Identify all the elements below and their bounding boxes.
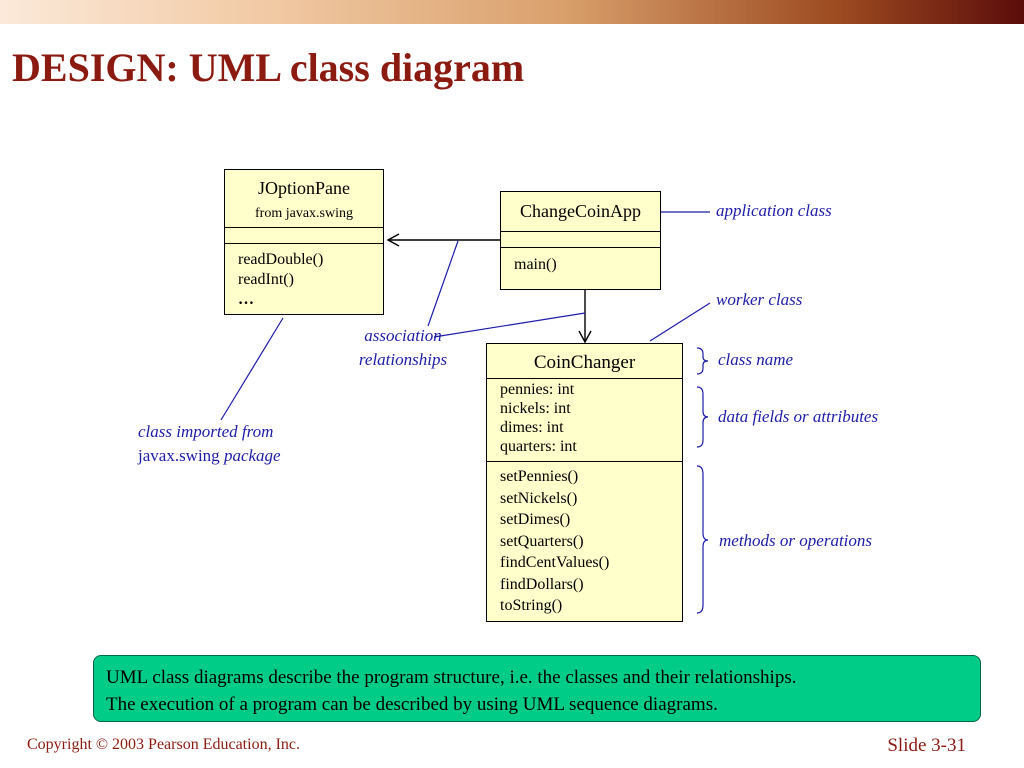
- brace-class-name: [696, 347, 709, 375]
- method-item: setNickels(): [500, 489, 578, 507]
- callout-line-imported: [220, 317, 284, 421]
- summary-box: UML class diagrams describe the program …: [93, 655, 981, 722]
- brace-data-fields: [696, 386, 709, 448]
- note-methods: methods or operations: [719, 531, 872, 550]
- note-imported-line1: class imported from: [138, 422, 274, 441]
- method-item: …: [238, 291, 254, 308]
- footer-copyright: Copyright © 2003 Pearson Education, Inc.: [27, 736, 300, 753]
- field-item: pennies: int: [500, 381, 575, 398]
- note-imported-package-name: javax.swing: [138, 446, 220, 465]
- field-item: nickels: int: [500, 400, 571, 417]
- callout-line-association-top: [427, 240, 459, 327]
- field-item: quarters: int: [500, 438, 577, 455]
- method-item: readInt(): [238, 271, 294, 288]
- method-item: main(): [514, 256, 557, 273]
- summary-line-2: The execution of a program can be descri…: [106, 694, 718, 715]
- method-item: findCentValues(): [500, 554, 610, 571]
- class-box-joptionpane: JOptionPane from javax.swing readDouble(…: [224, 169, 384, 315]
- divider: [225, 243, 383, 244]
- method-item: setPennies(): [500, 468, 579, 485]
- top-gradient-bar: [0, 0, 1024, 24]
- method-item: setDimes(): [500, 511, 571, 528]
- note-imported-package-word: package: [223, 446, 281, 465]
- class-package-joptionpane: from javax.swing: [255, 206, 353, 221]
- note-worker-class: worker class: [716, 290, 803, 309]
- field-item: dimes: int: [500, 419, 564, 436]
- class-box-coinchanger: CoinChanger pennies: int nickels: int di…: [486, 343, 683, 622]
- method-item: toString(): [500, 597, 563, 614]
- method-item: readDouble(): [238, 251, 324, 268]
- brace-methods: [696, 465, 709, 614]
- class-name-joptionpane: JOptionPane: [258, 178, 350, 198]
- note-data-fields: data fields or attributes: [718, 407, 879, 426]
- note-association-line2: relationships: [358, 350, 448, 369]
- note-association-line1: association: [364, 326, 442, 345]
- slide-title: DESIGN: UML class diagram: [12, 45, 525, 90]
- footer-slide-number: Slide 3-31: [887, 735, 966, 756]
- divider: [501, 231, 660, 232]
- callout-line-worker: [649, 302, 711, 342]
- note-application-class: application class: [716, 201, 832, 220]
- divider: [487, 461, 682, 462]
- note-imported-line2: javax.swing package: [138, 444, 281, 468]
- method-item: setQuarters(): [500, 532, 584, 550]
- divider: [501, 247, 660, 248]
- method-item: findDollars(): [500, 575, 584, 593]
- divider: [487, 378, 682, 379]
- class-name-changecoinapp: ChangeCoinApp: [520, 201, 641, 221]
- note-class-name: class name: [718, 350, 794, 369]
- class-box-changecoinapp: ChangeCoinApp main(): [500, 191, 661, 290]
- summary-line-1: UML class diagrams describe the program …: [106, 667, 797, 688]
- divider: [225, 227, 383, 228]
- class-name-coinchanger: CoinChanger: [533, 352, 636, 373]
